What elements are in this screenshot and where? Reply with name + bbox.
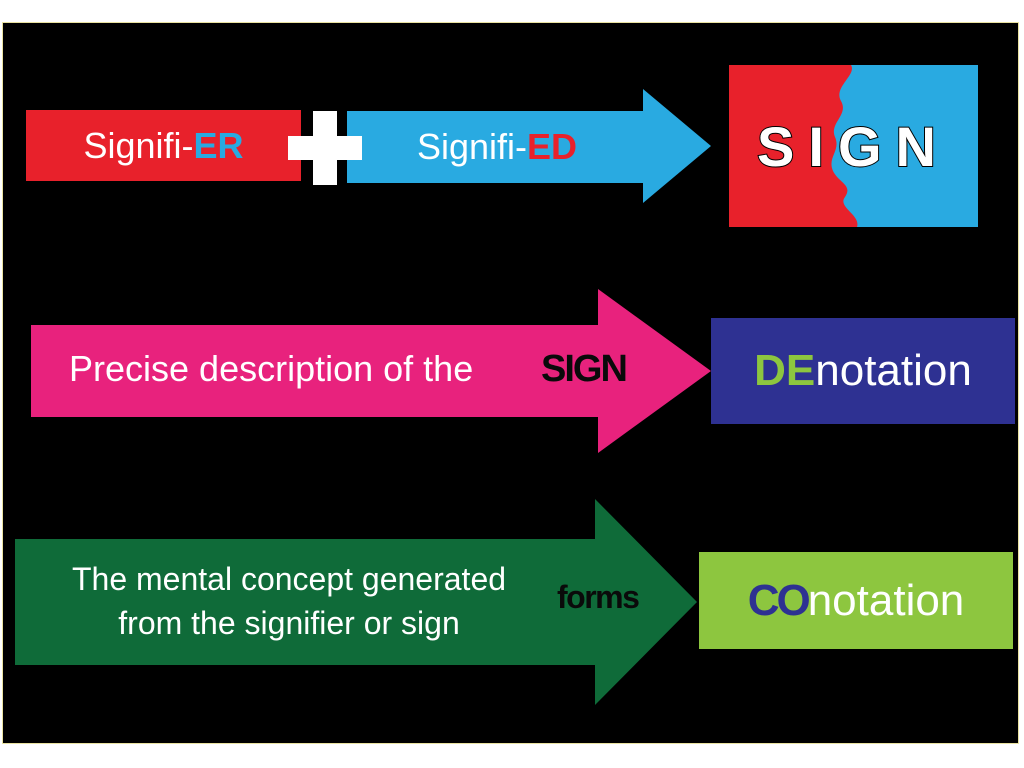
- concept-arrow: [15, 499, 697, 705]
- signified-prefix: Signifi-: [416, 126, 528, 167]
- signified-suffix: ED: [527, 126, 578, 167]
- concept-arrow-fill: [15, 499, 697, 705]
- concept-emphasis: forms: [557, 579, 640, 615]
- denotation-box: [711, 318, 1015, 424]
- concept-text: The mental concept generated from the si…: [71, 561, 507, 641]
- denotation-prefix: DE: [754, 346, 816, 395]
- sign-label: SIGN: [756, 114, 950, 179]
- description-arrow-fill: [31, 289, 711, 453]
- denotation-suffix: notation: [815, 346, 972, 395]
- signified-arrow-fill: [347, 89, 711, 203]
- signifier-prefix: Signifi-: [83, 124, 194, 166]
- description-emphasis: SIGN: [541, 348, 628, 390]
- description-arrow: [31, 289, 711, 453]
- signifier-bar: [26, 110, 301, 181]
- description-text: Precise description of the: [69, 348, 474, 389]
- signifier-label: Signifi-ER: [26, 110, 301, 181]
- diagram-board: Signifi-ER Signifi-ED SIGN Precise descr…: [2, 22, 1019, 744]
- signifier-bar-fill: [26, 110, 301, 181]
- sign-box: [729, 65, 978, 227]
- signifier-suffix: ER: [193, 124, 244, 166]
- plus-icon: [288, 111, 362, 185]
- connotation-suffix: notation: [807, 575, 965, 625]
- sign-box-red-wave: [729, 65, 858, 227]
- connotation-prefix: CO: [747, 575, 811, 625]
- signified-arrow: [347, 89, 711, 203]
- signified-label: Signifi-ED: [347, 110, 647, 184]
- connotation-box: [699, 552, 1013, 649]
